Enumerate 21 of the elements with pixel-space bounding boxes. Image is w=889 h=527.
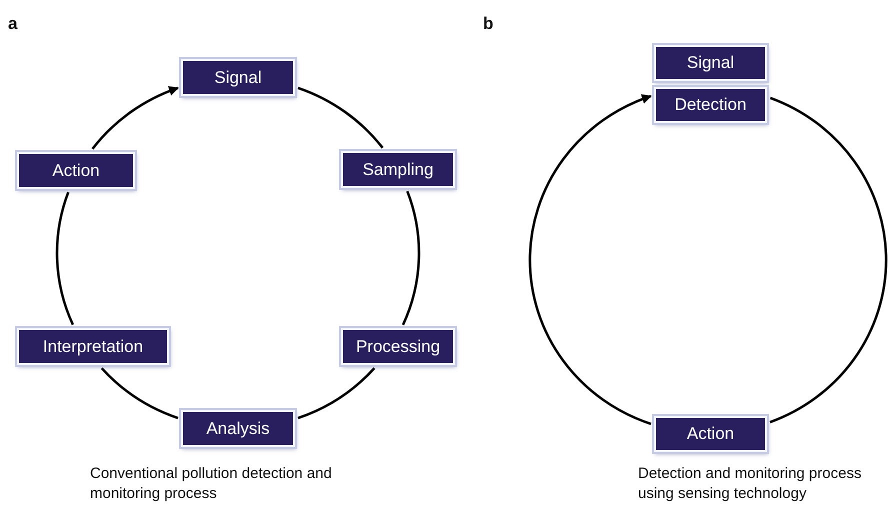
process-box: Detection bbox=[654, 87, 767, 123]
process-box: Interpretation bbox=[17, 328, 169, 365]
caption: Conventional pollution detection and monitoring process bbox=[90, 464, 333, 504]
connector-line bbox=[298, 367, 376, 420]
process-box: Analysis bbox=[181, 410, 295, 447]
connector-line bbox=[402, 190, 420, 326]
arrow bbox=[92, 86, 179, 150]
connector-line bbox=[770, 96, 887, 424]
panel-letter: a bbox=[8, 14, 18, 34]
process-box: Action bbox=[17, 152, 135, 189]
panel-letter: b bbox=[483, 14, 494, 34]
connector-line bbox=[298, 86, 384, 149]
arrow bbox=[528, 94, 652, 426]
process-box: Action bbox=[654, 416, 767, 452]
process-box: Processing bbox=[341, 328, 455, 365]
process-box: Signal bbox=[181, 59, 295, 96]
connector-line bbox=[56, 192, 74, 326]
process-box: Signal bbox=[654, 45, 767, 81]
connector-line bbox=[100, 367, 178, 420]
process-box: Sampling bbox=[341, 151, 455, 188]
caption: Detection and monitoring process using sensing technology bbox=[638, 464, 862, 504]
